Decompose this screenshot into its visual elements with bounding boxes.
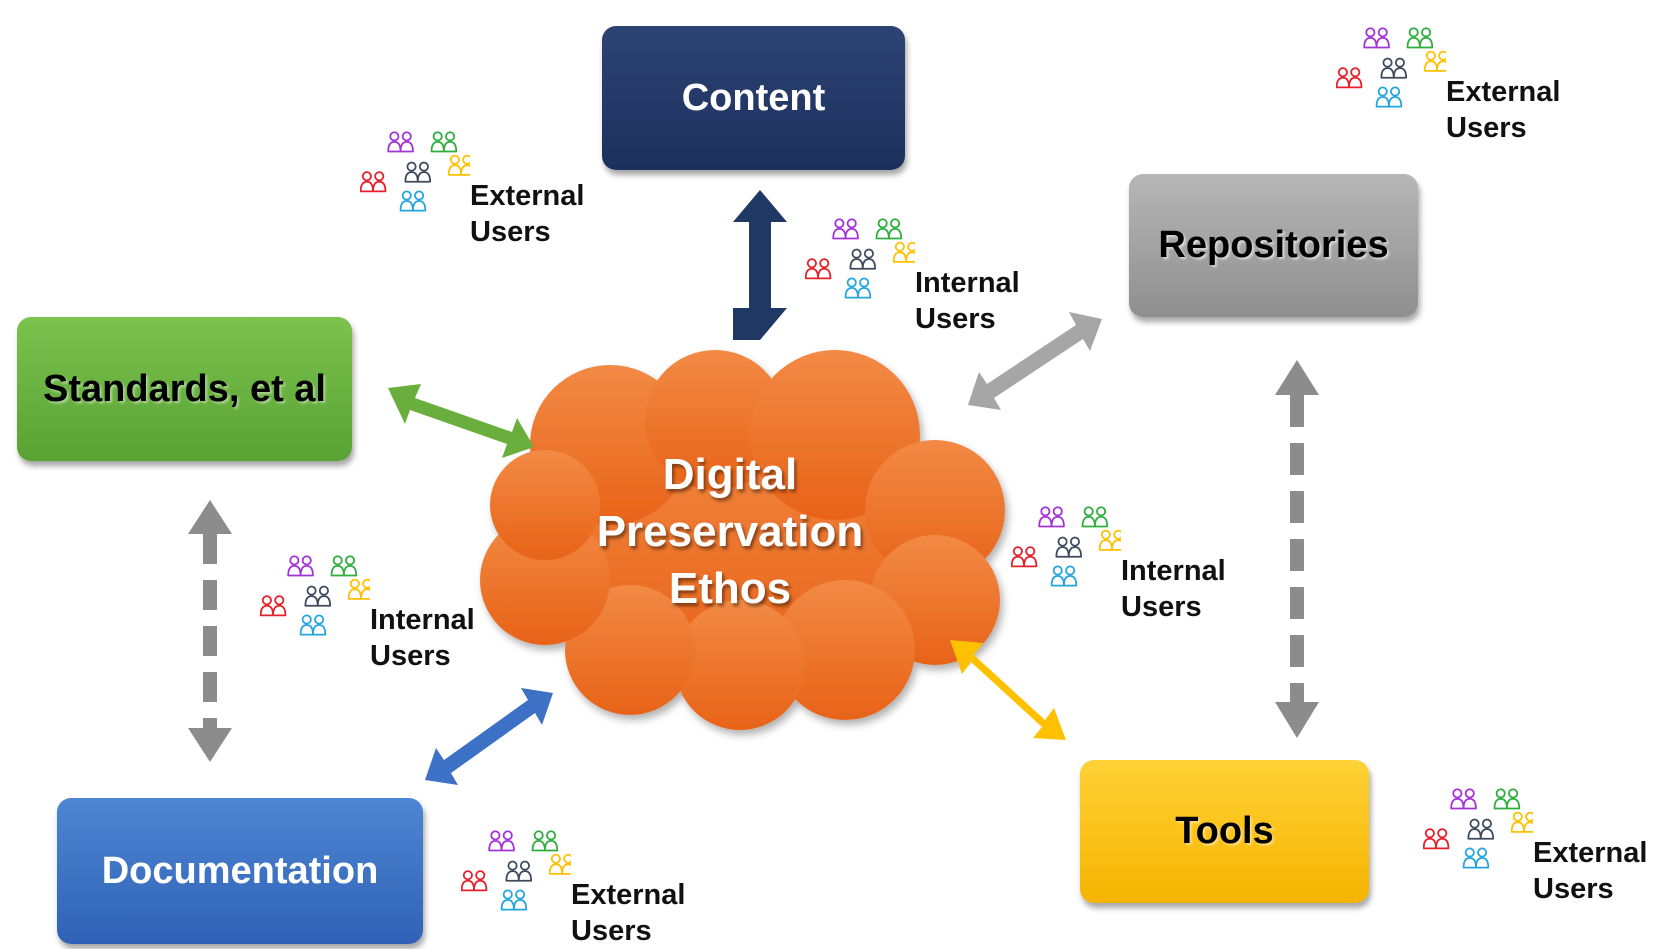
user-group-type: External (1533, 837, 1648, 869)
hub-label-line-1: Digital (662, 450, 798, 499)
person-pair-icon (548, 853, 571, 875)
person-pair-icon (1081, 506, 1109, 528)
arrow-tools (950, 640, 1066, 740)
person-pair-icon (505, 860, 533, 882)
dashed-arrow-right (1275, 360, 1319, 738)
user-group-internal-1: Internal Users (805, 195, 1035, 335)
person-pair-icon (1423, 828, 1450, 850)
person-pair-icon (299, 614, 327, 636)
person-pair-icon (1050, 565, 1078, 587)
person-pair-icon (1493, 788, 1521, 810)
person-pair-icon (430, 131, 458, 153)
user-group-users: Users (1446, 112, 1527, 144)
user-group-users: Users (571, 915, 652, 947)
user-group-users: Users (370, 640, 451, 672)
person-pair-icon (1038, 506, 1065, 528)
user-group-type: Internal (915, 267, 1020, 299)
user-group-external-4: External Users (1423, 765, 1653, 905)
person-pair-icon (287, 555, 314, 577)
user-group-type: External (1446, 76, 1561, 108)
person-pair-icon (1011, 546, 1038, 568)
person-pair-icon (1375, 86, 1403, 108)
dashed-arrow-left (188, 500, 232, 762)
person-pair-icon (500, 889, 528, 911)
person-pair-icon (844, 277, 872, 299)
person-pair-icon (461, 870, 488, 892)
user-group-external-2: External Users (1336, 4, 1566, 144)
arrow-documentation (425, 688, 553, 785)
people-cluster-icon (461, 830, 571, 911)
people-cluster-icon (1011, 506, 1121, 587)
user-group-internal-3: Internal Users (260, 532, 490, 672)
node-repositories-label: Repositories (1158, 224, 1389, 266)
hub-label-line-2: Preservation (596, 507, 864, 556)
person-pair-icon (360, 171, 387, 193)
person-pair-icon (531, 830, 559, 852)
person-pair-icon (347, 578, 370, 600)
person-pair-icon (387, 131, 414, 153)
person-pair-icon (875, 218, 903, 240)
user-group-type: External (470, 180, 585, 212)
person-pair-icon (260, 595, 287, 617)
node-repositories: Repositories (1129, 174, 1418, 317)
node-documentation-label: Documentation (101, 849, 379, 892)
person-pair-icon (330, 555, 358, 577)
arrow-content (733, 190, 787, 340)
person-pair-icon (1363, 27, 1390, 49)
node-content-label: Content (681, 76, 826, 119)
people-cluster-icon (260, 555, 370, 636)
person-pair-icon (488, 830, 515, 852)
people-cluster-icon (1423, 788, 1533, 869)
person-pair-icon (404, 161, 432, 183)
people-cluster-icon (805, 218, 915, 299)
user-group-users: Users (470, 216, 551, 248)
user-group-type: External (571, 879, 686, 911)
person-pair-icon (1423, 50, 1446, 72)
person-pair-icon (805, 258, 832, 280)
people-cluster-icon (1336, 27, 1446, 108)
user-group-internal-2: Internal Users (1011, 483, 1241, 623)
node-documentation: Documentation (57, 798, 423, 944)
hub-label: Digital Preservation Ethos (560, 446, 900, 617)
person-pair-icon (1098, 529, 1121, 551)
person-pair-icon (1380, 57, 1408, 79)
person-pair-icon (1462, 847, 1490, 869)
node-standards-label: Standards, et al (43, 367, 326, 410)
people-cluster-icon (360, 131, 470, 212)
user-group-external-1: External Users (360, 108, 590, 248)
user-group-type: Internal (370, 604, 475, 636)
person-pair-icon (447, 154, 470, 176)
person-pair-icon (1055, 536, 1083, 558)
person-pair-icon (1510, 811, 1533, 833)
user-group-external-3: External Users (461, 807, 691, 947)
node-standards: Standards, et al (17, 317, 352, 461)
user-group-users: Users (1533, 873, 1614, 905)
person-pair-icon (1336, 67, 1363, 89)
node-tools: Tools (1080, 760, 1369, 903)
person-pair-icon (1467, 818, 1495, 840)
user-group-users: Users (1121, 591, 1202, 623)
person-pair-icon (832, 218, 859, 240)
person-pair-icon (304, 585, 332, 607)
person-pair-icon (1450, 788, 1477, 810)
node-tools-label: Tools (1175, 810, 1274, 852)
person-pair-icon (892, 241, 915, 263)
node-content: Content (602, 26, 905, 170)
hub-cloud (480, 350, 1005, 730)
person-pair-icon (1406, 27, 1434, 49)
arrow-standards (388, 384, 534, 458)
person-pair-icon (399, 190, 427, 212)
arrow-repositories (968, 312, 1102, 410)
hub-label-line-3: Ethos (668, 564, 792, 613)
person-pair-icon (849, 248, 877, 270)
user-group-users: Users (915, 303, 996, 335)
user-group-type: Internal (1121, 555, 1226, 587)
